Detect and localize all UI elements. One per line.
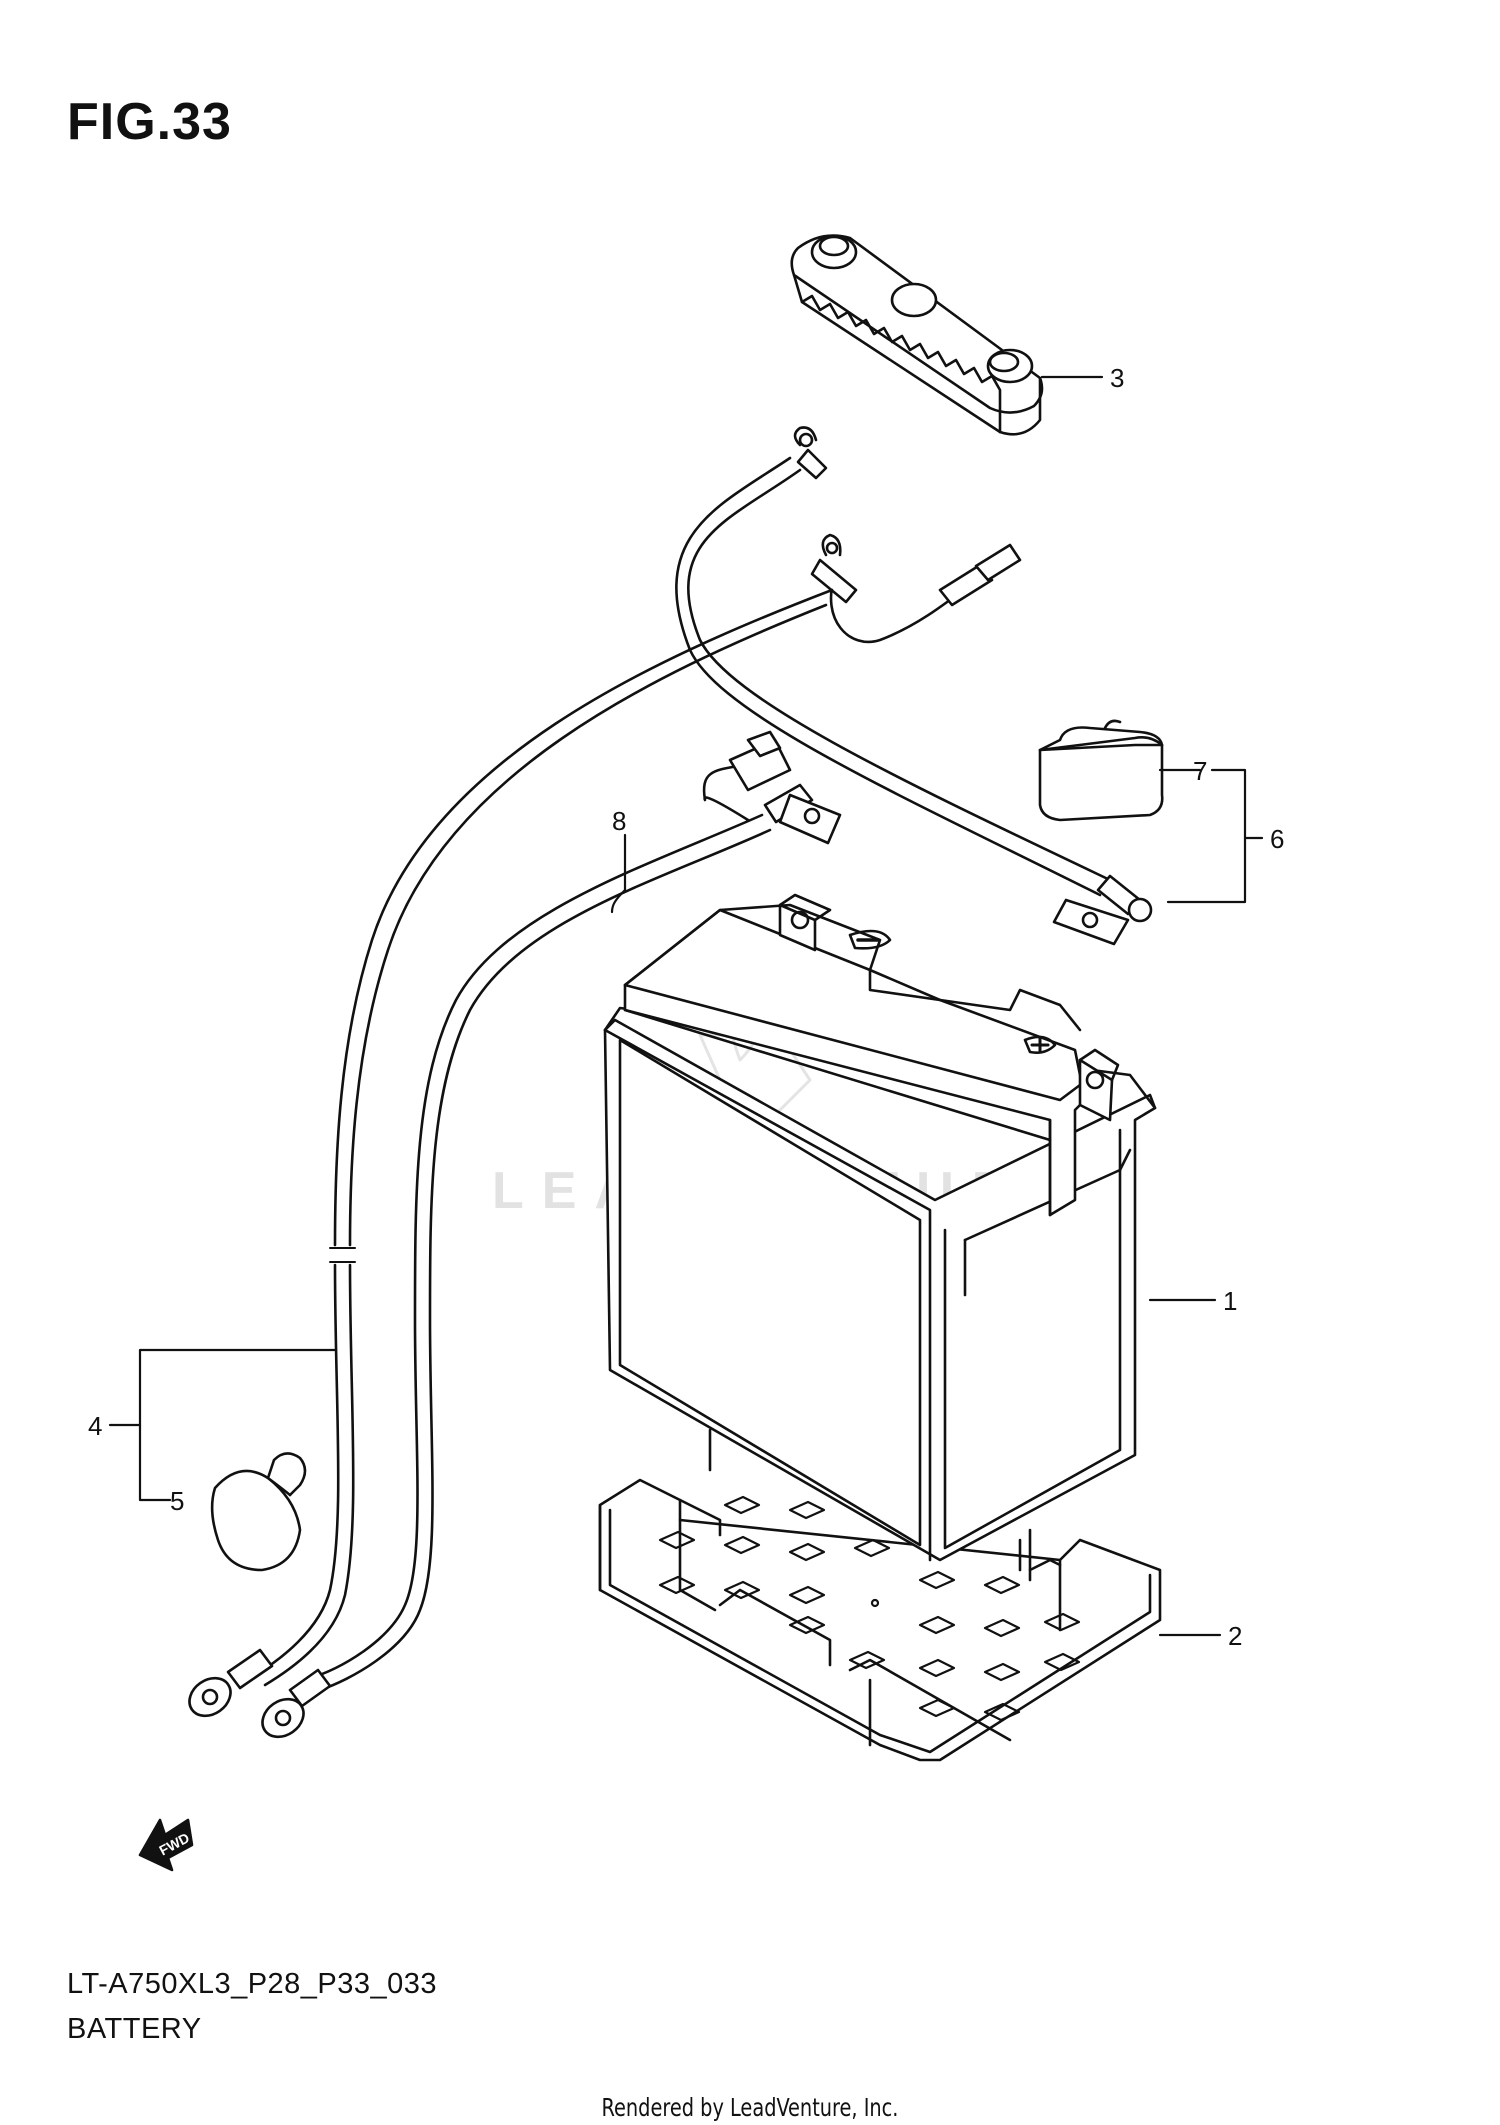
leader-lines <box>108 375 1264 1637</box>
terminal-cap[interactable] <box>210 1452 307 1572</box>
battery-band[interactable] <box>790 234 1044 436</box>
callout-4: 4 <box>88 1411 102 1441</box>
callout-7: 7 <box>1193 756 1207 786</box>
tray-slots <box>658 1495 1081 1722</box>
lead-wire[interactable] <box>255 730 842 1745</box>
figure-title: FIG.33 <box>67 93 232 151</box>
positive-cable[interactable] <box>675 426 1153 946</box>
callout-2: 2 <box>1228 1621 1242 1651</box>
section-name: BATTERY <box>67 2013 202 2045</box>
callout-6: 6 <box>1270 824 1284 854</box>
battery-tray[interactable] <box>598 1428 1162 1762</box>
fwd-arrow-icon <box>138 1818 194 1872</box>
battery[interactable] <box>603 893 1157 1562</box>
negative-cable[interactable] <box>182 588 834 1724</box>
model-code: LT-A750XL3_P28_P33_033 <box>67 1968 438 2000</box>
callout-3: 3 <box>1110 363 1124 393</box>
sensor-lead[interactable] <box>810 533 1022 644</box>
callout-5: 5 <box>170 1486 184 1516</box>
footer-credit: Rendered by LeadVenture, Inc. <box>601 2093 899 2122</box>
callout-1: 1 <box>1223 1286 1237 1316</box>
callout-8: 8 <box>612 806 626 836</box>
terminal-cover[interactable] <box>1038 719 1164 822</box>
